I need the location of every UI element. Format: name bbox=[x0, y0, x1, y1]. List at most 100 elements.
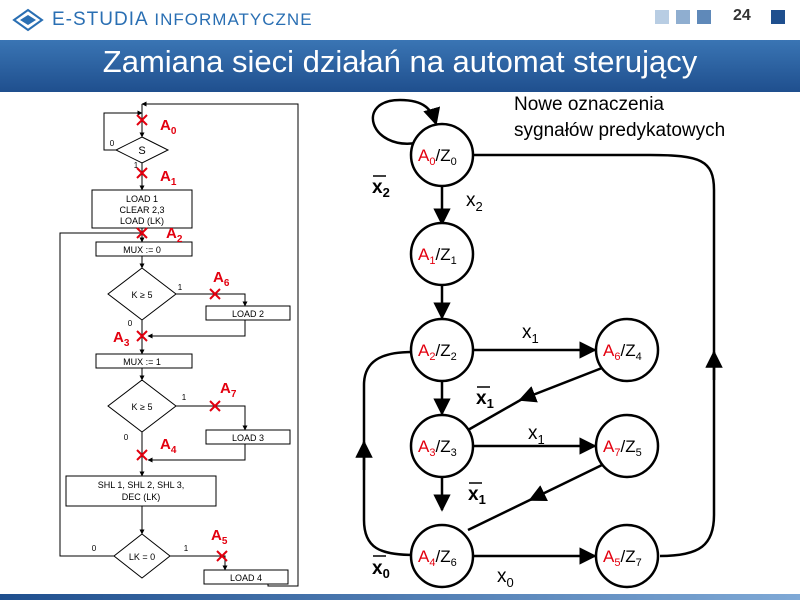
fc-decision-lk bbox=[113, 533, 171, 579]
edge-a6-a3-tail bbox=[467, 396, 525, 432]
state-label-a1: A1/Z1 bbox=[418, 245, 457, 267]
fc-k1-true-branch bbox=[176, 293, 248, 307]
fc-box-mux0 bbox=[95, 241, 193, 257]
fc-box-mux1 bbox=[95, 353, 193, 369]
fc-load2-return bbox=[147, 320, 246, 339]
state-a1 bbox=[409, 221, 475, 287]
state-label-a7: A7/Z5 bbox=[603, 437, 642, 459]
edge-label-x1-a2-a6: x1 bbox=[522, 322, 539, 346]
cross-marks bbox=[136, 114, 228, 562]
edge-a0-self-loop bbox=[371, 98, 441, 145]
fc-text-s-one: 1 bbox=[134, 161, 139, 170]
fc-box-load2 bbox=[205, 305, 291, 321]
state-a4 bbox=[409, 523, 475, 589]
fc-text-load1-2: CLEAR 2,3 bbox=[119, 205, 164, 215]
label-a2: A2 bbox=[166, 225, 183, 245]
cross-a1-icon bbox=[136, 167, 148, 179]
fc-box-load1 bbox=[91, 189, 193, 229]
fc-box-load3 bbox=[205, 429, 291, 445]
edge-label-not-x1-a3-a4: x1 bbox=[468, 484, 486, 507]
edge-label-x1-a3-a7: x1 bbox=[528, 423, 545, 447]
fc-text-k2-zero: 0 bbox=[124, 433, 129, 442]
state-label-a4: A4/Z6 bbox=[418, 547, 457, 569]
fc-text-k1-one: 1 bbox=[178, 283, 183, 292]
cross-a4-icon bbox=[136, 449, 148, 461]
label-a0: A0 bbox=[160, 117, 177, 137]
fc-text-shl-2: DEC (LK) bbox=[122, 492, 161, 502]
cross-a0-icon bbox=[136, 114, 148, 126]
state-a3 bbox=[409, 413, 475, 479]
edge-label-not-x2: x2 bbox=[372, 177, 390, 200]
fc-text-shl-1: SHL 1, SHL 2, SHL 3, bbox=[98, 480, 185, 490]
fc-text-s: S bbox=[138, 145, 145, 157]
header-square-4 bbox=[771, 10, 785, 24]
edge-label-x0: x0 bbox=[497, 566, 514, 590]
fc-text-lk-one: 1 bbox=[184, 544, 189, 553]
fc-load3-return bbox=[147, 444, 246, 463]
state-label-a2: A2/Z2 bbox=[418, 341, 457, 363]
fc-box-load4 bbox=[203, 569, 289, 585]
state-label-a0: A0/Z0 bbox=[418, 146, 457, 168]
edge-label-not-x1-a2-a3: x1 bbox=[476, 388, 494, 411]
state-a0 bbox=[409, 122, 475, 188]
note-line-2: sygnałów predykatowych bbox=[514, 120, 725, 141]
header-square-1 bbox=[655, 10, 669, 24]
page-number: 24 bbox=[733, 7, 751, 24]
fc-text-lk: LK = 0 bbox=[129, 552, 155, 562]
cross-a2-icon bbox=[136, 227, 148, 239]
cross-a6-icon bbox=[209, 288, 221, 300]
header-square-3 bbox=[697, 10, 711, 24]
fc-box-shl bbox=[65, 475, 217, 507]
fc-text-k2: K ≥ 5 bbox=[132, 402, 153, 412]
fc-lk-true-branch bbox=[170, 555, 228, 571]
fc-text-load1-3: LOAD (LK) bbox=[120, 216, 164, 226]
flowchart bbox=[59, 101, 299, 587]
fc-text-lk-zero: 0 bbox=[92, 544, 97, 553]
edge-a7-a4 bbox=[528, 463, 603, 502]
state-a7 bbox=[594, 413, 660, 479]
cross-a7-icon bbox=[209, 400, 221, 412]
state-a6 bbox=[594, 317, 660, 383]
automaton-edges bbox=[355, 98, 723, 565]
edge-label-x2: x2 bbox=[466, 190, 483, 214]
cross-a5-icon bbox=[216, 550, 228, 562]
label-a4: A4 bbox=[160, 436, 177, 456]
fc-text-mux1: MUX := 1 bbox=[123, 357, 161, 367]
fc-text-k1-zero: 0 bbox=[128, 319, 133, 328]
note-line-1: Nowe oznaczenia bbox=[514, 94, 664, 115]
state-a5 bbox=[594, 523, 660, 589]
fc-text-load1-1: LOAD 1 bbox=[126, 194, 158, 204]
e-studia-logo-icon bbox=[12, 8, 44, 32]
state-a2 bbox=[409, 317, 475, 383]
edge-a7-a4-tail bbox=[467, 496, 535, 532]
label-a5: A5 bbox=[211, 527, 228, 547]
label-a1: A1 bbox=[160, 168, 177, 188]
fc-k2-true-branch bbox=[176, 405, 248, 431]
label-a3: A3 bbox=[113, 329, 130, 349]
fc-text-load4: LOAD 4 bbox=[230, 573, 262, 583]
fc-text-load2: LOAD 2 bbox=[232, 309, 264, 319]
brand-main: E-STUDIA bbox=[52, 9, 149, 30]
fc-text-s-zero: 0 bbox=[110, 139, 115, 148]
fc-text-mux0: MUX := 0 bbox=[123, 245, 161, 255]
automaton-states bbox=[409, 122, 660, 589]
title-bar bbox=[0, 40, 800, 92]
slide-title: Zamiana sieci działań na automat sterują… bbox=[102, 44, 698, 79]
fc-s-zero-loop bbox=[103, 110, 143, 151]
brand-sub: INFORMATYCZNE bbox=[154, 10, 313, 29]
fc-text-k1: K ≥ 5 bbox=[132, 290, 153, 300]
edge-a6-a3 bbox=[518, 366, 603, 403]
edge-label-not-x0: x0 bbox=[372, 558, 390, 581]
label-a6: A6 bbox=[213, 269, 230, 289]
brand-name: E-STUDIA INFORMATYCZNE bbox=[52, 9, 313, 31]
fc-lk-zero-loop bbox=[59, 232, 142, 557]
slide-header: E-STUDIA INFORMATYCZNE 24 bbox=[0, 0, 800, 40]
header-square-2 bbox=[676, 10, 690, 24]
label-a7: A7 bbox=[220, 380, 237, 400]
edge-a5-a0 bbox=[474, 153, 716, 558]
fc-text-k2-one: 1 bbox=[182, 393, 187, 402]
cross-a3-icon bbox=[136, 330, 148, 342]
edge-a4-a2 bbox=[362, 350, 415, 557]
state-label-a6: A6/Z4 bbox=[603, 341, 642, 363]
